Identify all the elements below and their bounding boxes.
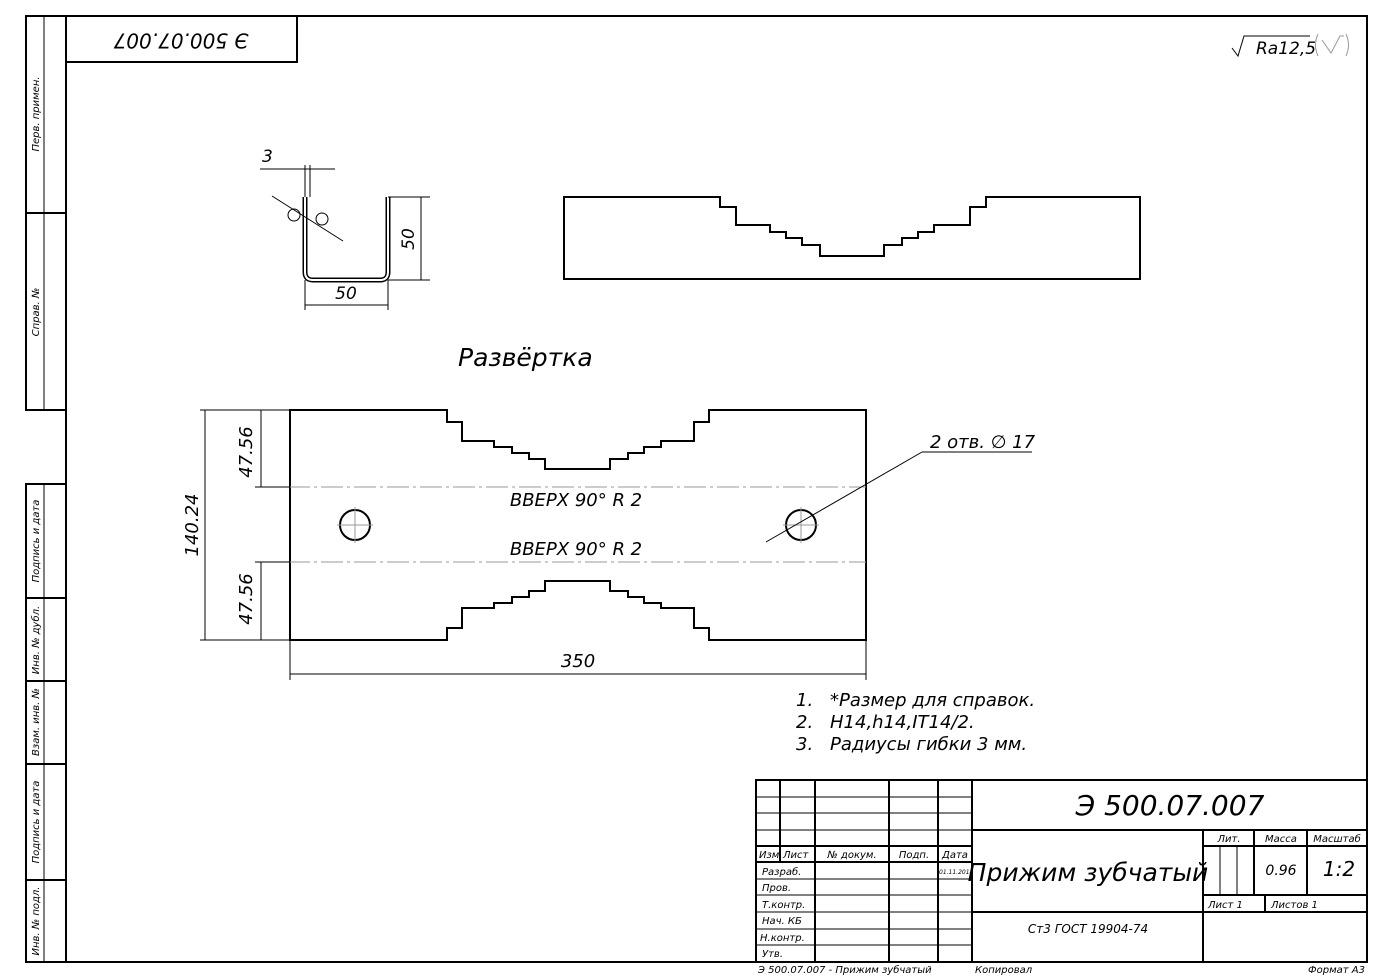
svg-text:Пров.: Пров. xyxy=(762,883,791,894)
svg-text:2.: 2. xyxy=(796,712,813,733)
top-stamp-text: Э 500.07.007 xyxy=(113,29,249,53)
dim-thickness: 3 xyxy=(262,147,273,167)
footer-format: Формат А3 xyxy=(1308,965,1365,976)
material: Ст3 ГОСТ 19904-74 xyxy=(1028,922,1148,936)
svg-text:Т.контр.: Т.контр. xyxy=(762,900,805,911)
svg-text:Лист: Лист xyxy=(782,850,810,861)
unfold-title: Развёртка xyxy=(458,343,593,372)
svg-text:Инв. № подл.: Инв. № подл. xyxy=(31,887,42,956)
roughness-symbol: Ra12,5 xyxy=(1231,33,1349,59)
dim-top: 47.56 xyxy=(236,426,257,478)
left-strip: Перв. примен. Справ. № Подпись и дата Ин… xyxy=(25,15,67,963)
svg-text:Лист 1: Лист 1 xyxy=(1207,900,1243,911)
holes-label: 2 отв. ∅ 17 xyxy=(930,432,1036,453)
bend-label-2: ВВЕРХ 90° R 2 xyxy=(510,539,642,560)
svg-text:Дата: Дата xyxy=(941,850,968,861)
unfold-view: ВВЕРХ 90° R 2 ВВЕРХ 90° R 2 2 отв. ∅ 17 … xyxy=(182,409,1036,680)
svg-text:H14,h14,IT14/2.: H14,h14,IT14/2. xyxy=(830,712,975,733)
svg-text:Разраб.: Разраб. xyxy=(762,866,801,878)
svg-text:Перв. примен.: Перв. примен. xyxy=(31,76,42,151)
svg-text:Радиусы гибки 3 мм.: Радиусы гибки 3 мм. xyxy=(830,734,1027,755)
svg-text:Масштаб: Масштаб xyxy=(1313,833,1361,845)
svg-text:Взам. инв. №: Взам. инв. № xyxy=(31,688,42,756)
scale-value: 1:2 xyxy=(1323,857,1355,881)
svg-text:Подп.: Подп. xyxy=(899,850,929,861)
title-block: Э 500.07.007 Прижим зубчатый Ст3 ГОСТ 19… xyxy=(755,779,1368,963)
mass-value: 0.96 xyxy=(1265,863,1296,879)
svg-text:Лит.: Лит. xyxy=(1216,834,1240,845)
svg-text:Масса: Масса xyxy=(1265,834,1297,845)
svg-text:01.11.2014: 01.11.2014 xyxy=(939,869,974,876)
svg-text:Листов 1: Листов 1 xyxy=(1270,900,1318,911)
svg-text:Инв. № дубл.: Инв. № дубл. xyxy=(30,606,42,674)
footer-doc: Э 500.07.007 - Прижим зубчатый xyxy=(757,964,932,976)
bend-label-1: ВВЕРХ 90° R 2 xyxy=(510,490,642,511)
profile-view: 3 50 50 xyxy=(260,147,430,310)
bent-view xyxy=(563,196,1141,280)
svg-text:*Размер для справок.: *Размер для справок. xyxy=(830,690,1035,711)
designation: Э 500.07.007 xyxy=(1075,789,1265,822)
dim-width: 50 xyxy=(335,284,357,304)
svg-text:№ докум.: № докум. xyxy=(826,850,876,861)
svg-text:Подпись и дата: Подпись и дата xyxy=(31,781,42,864)
dim-bottom: 47.56 xyxy=(236,573,257,625)
footer-copied: Копировал xyxy=(975,965,1033,976)
svg-text:1.: 1. xyxy=(796,690,813,711)
part-name: Прижим зубчатый xyxy=(968,858,1209,887)
svg-text:Нач. КБ: Нач. КБ xyxy=(762,916,802,927)
roughness-value: Ra12,5 xyxy=(1256,39,1316,59)
svg-text:3.: 3. xyxy=(796,734,813,755)
svg-text:Н.контр.: Н.контр. xyxy=(760,933,805,944)
dim-total-height: 140.24 xyxy=(182,494,203,557)
notes: 1. *Размер для справок. 2. H14,h14,IT14/2.… xyxy=(796,690,1035,755)
dim-length: 350 xyxy=(561,651,595,672)
svg-text:Подпись и дата: Подпись и дата xyxy=(31,500,42,583)
dim-height: 50 xyxy=(399,228,419,250)
svg-text:Утв.: Утв. xyxy=(762,949,783,960)
svg-text:Справ. №: Справ. № xyxy=(31,288,42,337)
svg-text:Изм.: Изм. xyxy=(759,850,783,861)
